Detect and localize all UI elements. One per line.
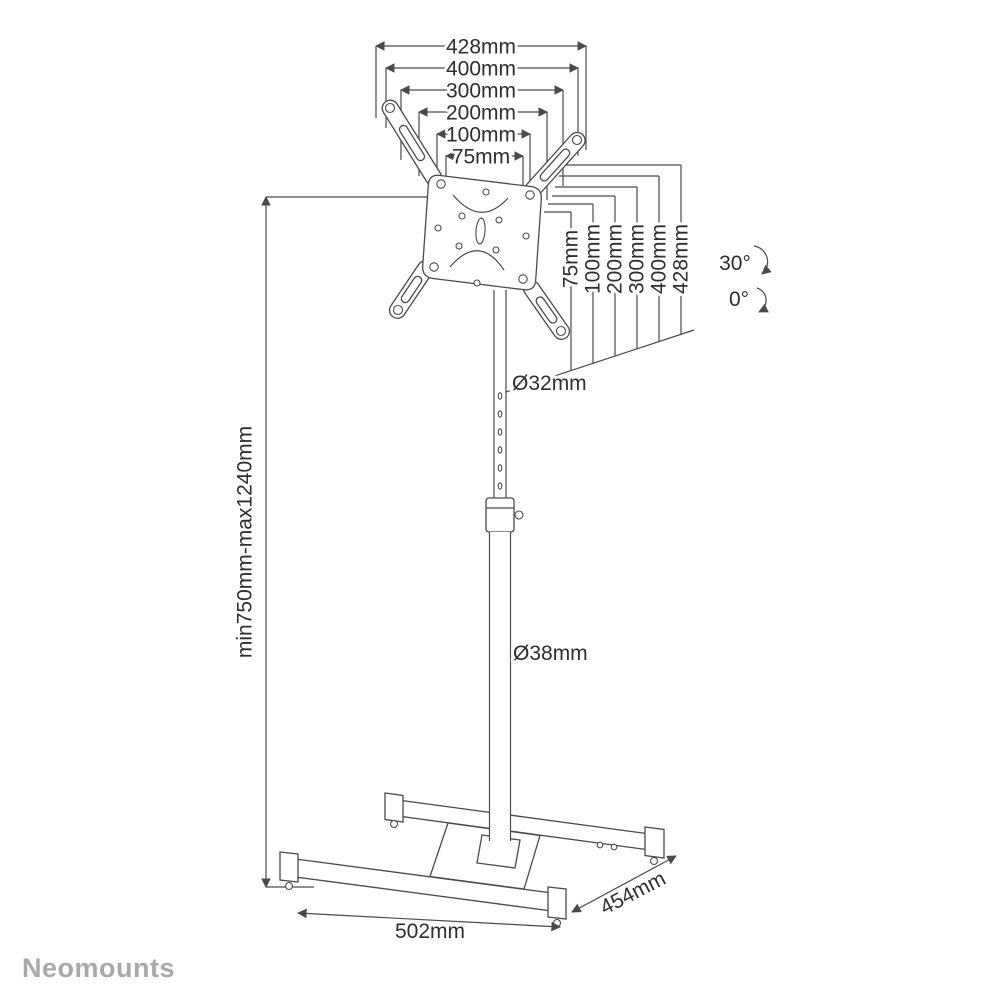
dim-height-200: 200mm <box>604 224 627 294</box>
right-height-dimensions: 75mm 100mm 200mm 300mm 400mm 428mm <box>505 164 696 393</box>
pole-adjustment-holes <box>497 392 503 490</box>
dim-width-75: 75mm <box>452 146 510 169</box>
dim-width-400: 400mm <box>446 58 516 81</box>
top-width-dimensions: 428mm 400mm 300mm 200mm 100mm 75mm <box>375 33 587 222</box>
dim-width-200: 200mm <box>446 102 516 125</box>
base <box>279 792 665 928</box>
dim-height-428: 428mm <box>670 224 693 294</box>
mount-arm-top-right <box>524 131 586 199</box>
dim-height-75: 75mm <box>560 230 583 288</box>
dim-height-300: 300mm <box>626 224 649 294</box>
dim-width-428: 428mm <box>446 36 516 59</box>
tilt-min-label: 0° <box>729 288 749 311</box>
dim-width-100: 100mm <box>446 124 516 147</box>
plate-cutout-bottom <box>449 250 505 271</box>
height-range-label: min750mm-max1240mm <box>234 426 257 658</box>
dim-width-300: 300mm <box>446 80 516 103</box>
pole-collar <box>485 497 515 533</box>
mount-arm-top-left <box>381 99 443 187</box>
dim-height-400: 400mm <box>648 224 671 294</box>
mount-arm-bottom-right <box>522 280 571 340</box>
tilt-annotation: 30° 0° <box>716 245 772 314</box>
base-width-label: 454mm <box>597 867 670 919</box>
collar-knob-icon <box>514 510 524 520</box>
tilt-min-arrow-icon <box>756 287 769 313</box>
base-depth-label: 502mm <box>395 920 465 943</box>
height-dimension: min750mm-max1240mm <box>231 196 436 888</box>
base-depth-dimension: 502mm <box>297 908 561 946</box>
lower-pole-diameter-label: Ø38mm <box>513 642 588 665</box>
vesa-mount <box>381 99 586 340</box>
base-width-dimension: 454mm <box>571 855 677 922</box>
plate-holes <box>429 179 535 287</box>
pole: Ø32mm Ø38mm <box>485 290 591 841</box>
brand-logo: Neomounts <box>22 953 175 983</box>
plate-center-slot <box>475 217 486 245</box>
tilt-max-arrow-icon <box>753 245 772 275</box>
upper-pole-diameter-label: Ø32mm <box>512 372 587 395</box>
tilt-max-label: 30° <box>719 252 751 275</box>
plate-cutout-top <box>452 194 509 213</box>
dim-height-100: 100mm <box>582 224 605 294</box>
